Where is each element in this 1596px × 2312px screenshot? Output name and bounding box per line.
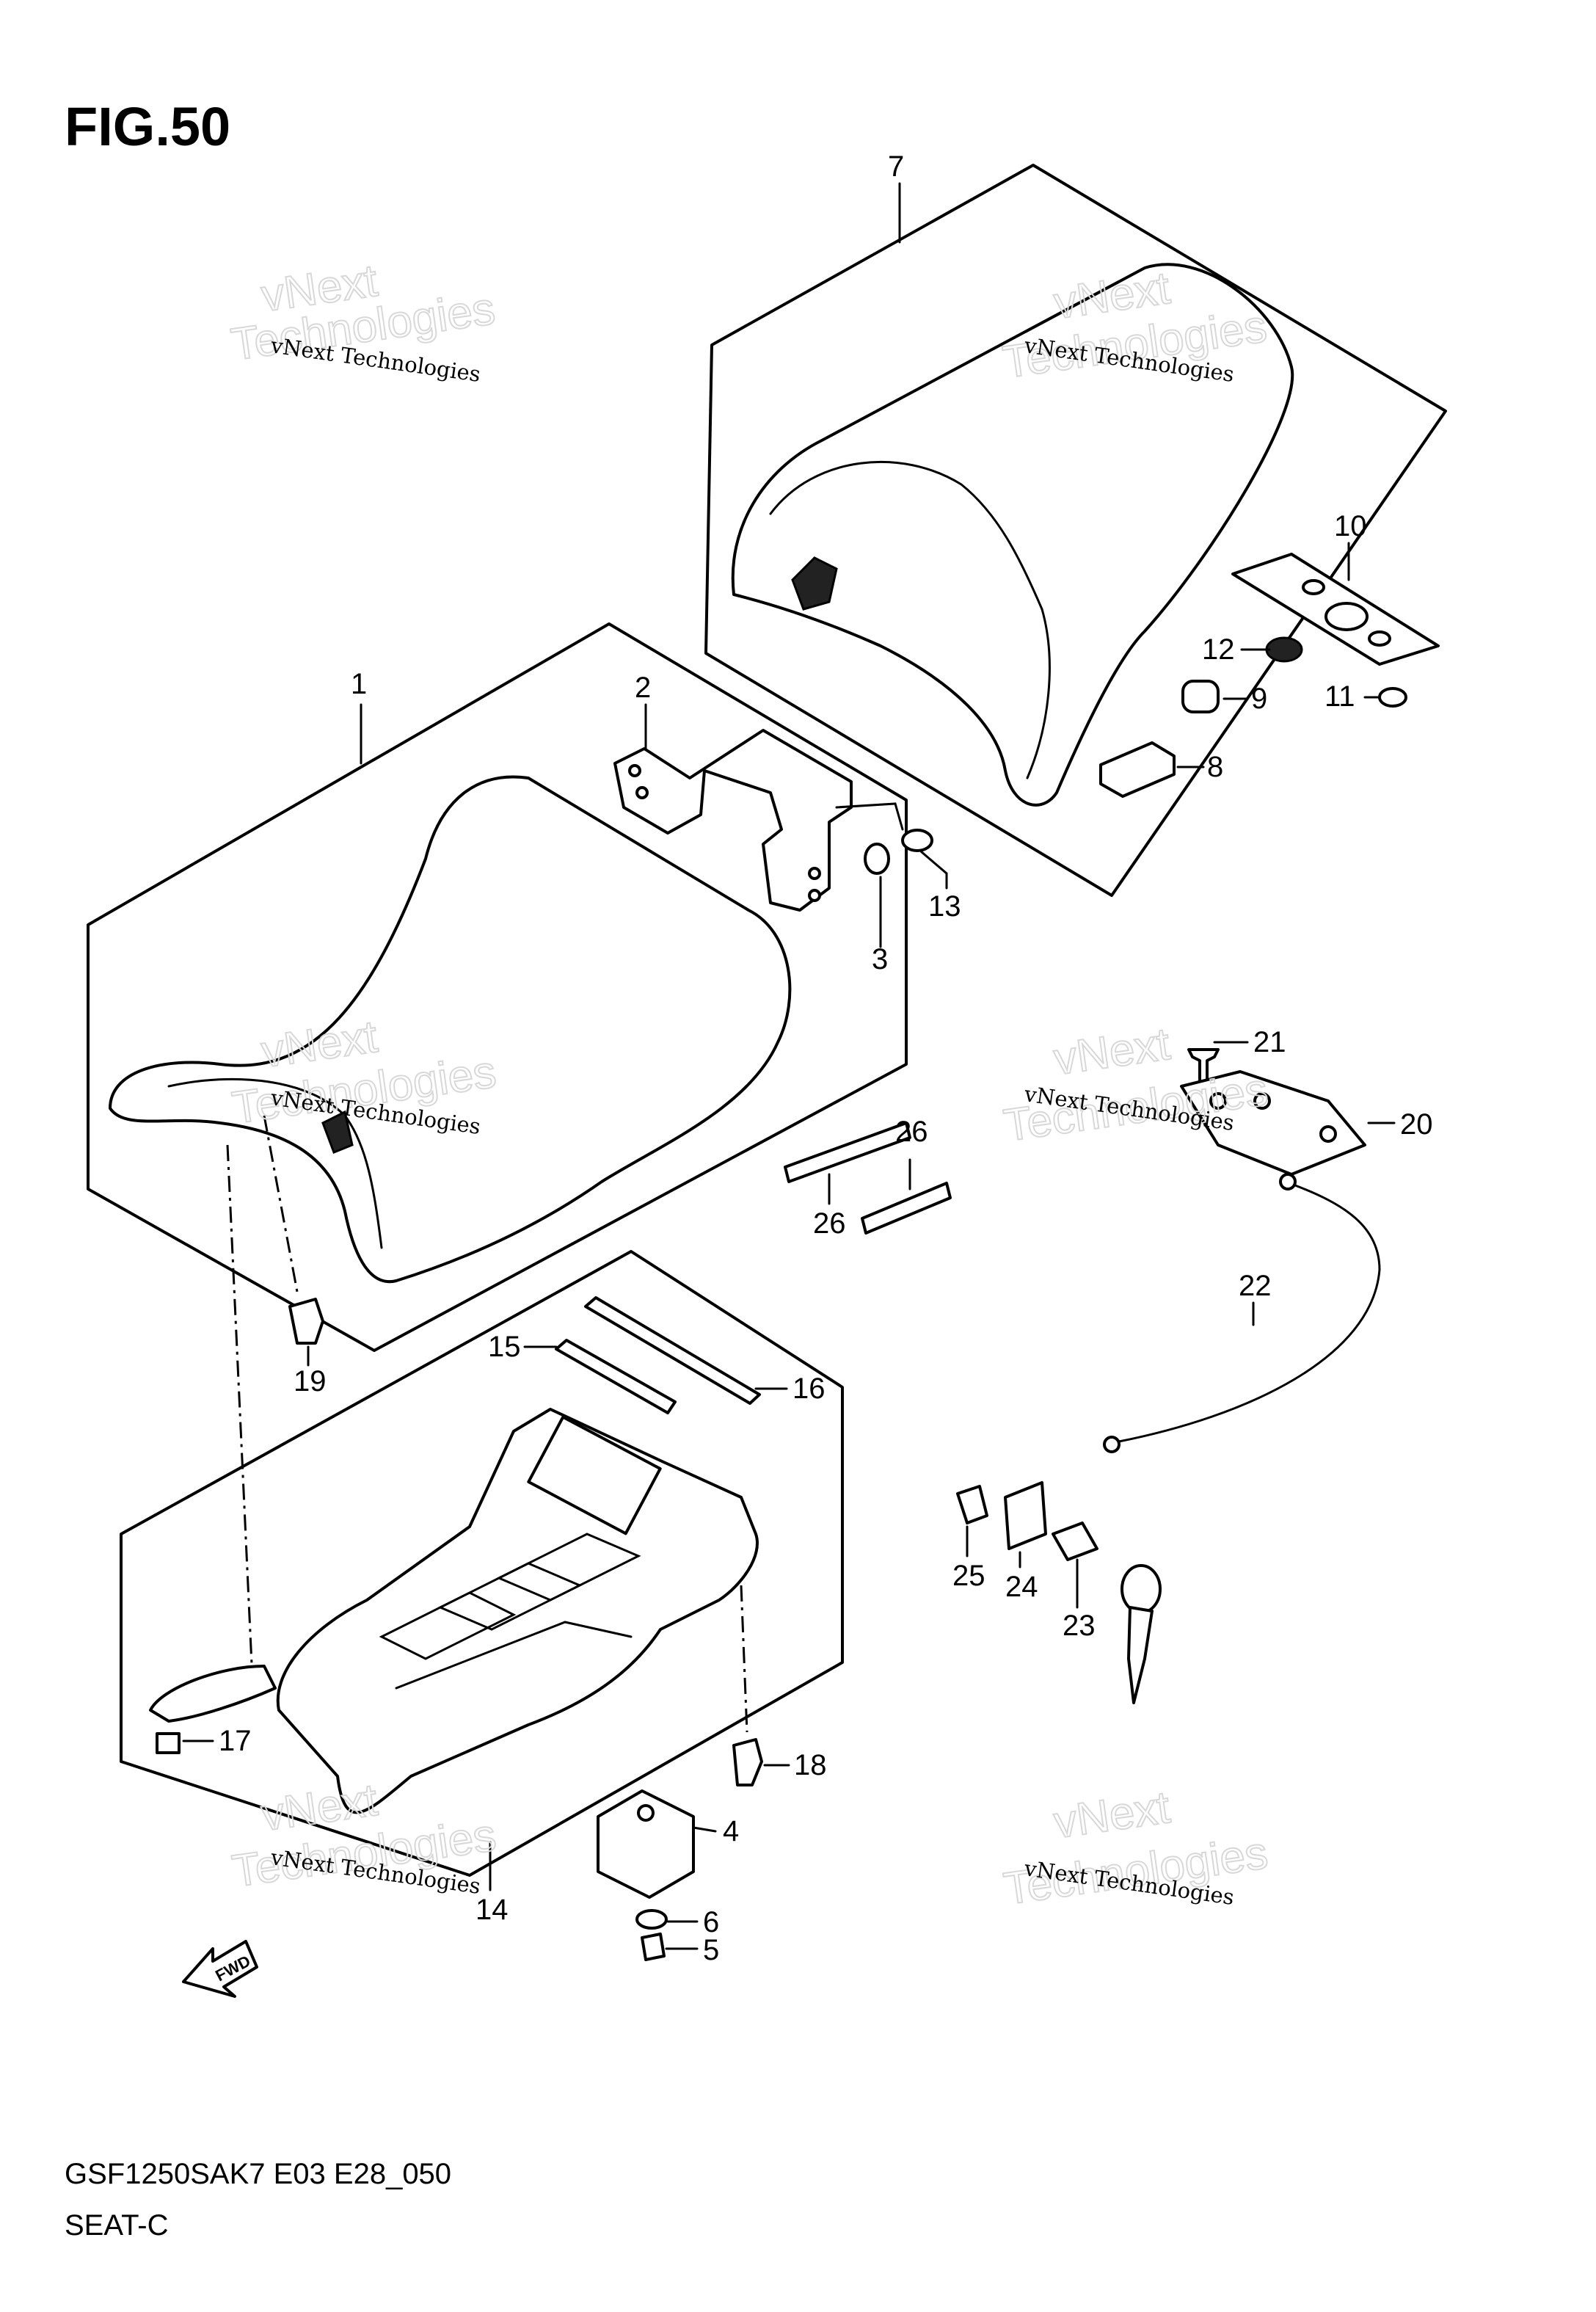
callout-9: 9 — [1251, 683, 1267, 715]
seat-base-frame — [120, 1250, 844, 1877]
seat-base-rib — [496, 1533, 641, 1602]
washer-6 — [635, 1909, 668, 1930]
callout-15: 15 — [488, 1331, 521, 1363]
section-name: SEAT-C — [65, 2209, 169, 2242]
leader-13 — [919, 850, 948, 890]
bracket-hole — [808, 867, 821, 880]
pillion-seat-seam — [769, 460, 1043, 611]
alignment-line — [226, 1144, 255, 1696]
cable-end — [1103, 1436, 1121, 1453]
watermark-large: vNext — [1051, 1019, 1173, 1085]
seat-base-hook — [149, 1665, 277, 1723]
callout-17: 17 — [219, 1725, 252, 1757]
bracket-2 — [613, 729, 853, 912]
callout-1: 1 — [351, 668, 367, 700]
seat-lock-20 — [1180, 1070, 1366, 1176]
key-ring — [1121, 1564, 1162, 1614]
callout-22: 22 — [1239, 1270, 1272, 1302]
model-code: GSF1250SAK7 E03 E28_050 — [65, 2158, 451, 2190]
callout-20: 20 — [1400, 1108, 1433, 1141]
tape-group — [784, 1122, 952, 1235]
callout-12: 12 — [1202, 633, 1235, 666]
callout-3: 3 — [872, 943, 888, 975]
callout-2: 2 — [635, 672, 651, 704]
plate-24 — [1004, 1481, 1047, 1550]
bracket-hole — [635, 786, 649, 799]
callout-21: 21 — [1253, 1026, 1286, 1058]
callout-8: 8 — [1207, 751, 1223, 783]
watermarks: vNext Technologies vNext Technologies vN… — [227, 255, 1272, 1916]
callout-11: 11 — [1324, 680, 1355, 713]
callout-7: 7 — [888, 150, 904, 183]
seat-plate-hole — [1302, 579, 1325, 595]
lock-group — [956, 1041, 1396, 1704]
seat-base-box — [527, 1415, 662, 1535]
pillion-seat-group — [704, 164, 1447, 897]
front-seat — [109, 775, 792, 1284]
bolt-19 — [288, 1298, 324, 1345]
tape-26a — [784, 1122, 911, 1183]
key — [1127, 1606, 1154, 1704]
seat-lock-hole — [1209, 1092, 1227, 1110]
callout-18: 18 — [794, 1749, 827, 1781]
bolt-18 — [732, 1738, 763, 1786]
callout-14: 14 — [475, 1894, 509, 1926]
seat-base-rib — [395, 1621, 633, 1690]
damper-12 — [1265, 636, 1303, 663]
cable-end — [1279, 1173, 1297, 1190]
relay-group — [597, 1789, 717, 1961]
leader-bracket — [835, 802, 904, 831]
washer-3 — [864, 843, 890, 875]
strip-16 — [584, 1296, 761, 1405]
figure-title: FIG.50 — [65, 96, 230, 157]
grommet-13 — [901, 829, 933, 852]
alignment-line — [740, 1585, 748, 1733]
bracket-hole — [628, 764, 641, 777]
tape-26b — [861, 1182, 952, 1235]
callout-13: 13 — [928, 890, 961, 923]
callout-23: 23 — [1063, 1610, 1096, 1642]
bolt-5 — [641, 1933, 666, 1961]
callout-25: 25 — [952, 1560, 985, 1592]
bracket-hole — [808, 889, 821, 902]
relay-4-hole — [637, 1804, 655, 1822]
callout-19: 19 — [294, 1365, 327, 1397]
pillion-seat-mount — [791, 556, 838, 611]
watermark-large: vNext — [1051, 1782, 1173, 1848]
fwd-arrow-shape — [182, 1940, 258, 1998]
fwd-arrow: FWD — [182, 1940, 258, 1998]
rubber-8 — [1099, 741, 1176, 798]
clip-25 — [956, 1485, 988, 1524]
callout-26a: 26 — [813, 1207, 846, 1240]
seat-base-group — [120, 1250, 844, 1891]
cushion-9 — [1181, 680, 1220, 713]
front-seat-hook — [321, 1110, 354, 1154]
seat-lock-hole — [1319, 1125, 1337, 1143]
front-seat-frame — [87, 622, 908, 1352]
clip-17 — [156, 1732, 181, 1754]
callout-labels: 1 2 3 4 5 6 7 8 9 10 11 12 13 14 15 16 1… — [219, 150, 1433, 1966]
lock-cylinder-23 — [1052, 1522, 1098, 1561]
pillion-seat-seam-edge — [1026, 608, 1051, 779]
callout-10: 10 — [1334, 510, 1367, 542]
nut-11 — [1378, 687, 1407, 708]
pillion-seat — [731, 263, 1294, 807]
relay-4 — [597, 1789, 695, 1899]
callout-6: 6 — [703, 1906, 719, 1938]
leader-4 — [692, 1826, 717, 1833]
callout-4: 4 — [723, 1815, 739, 1847]
callout-26b: 26 — [895, 1116, 928, 1148]
seat-plate-boss — [1324, 602, 1369, 631]
callout-24: 24 — [1005, 1571, 1038, 1603]
front-seat-group — [87, 622, 948, 1696]
callout-5: 5 — [703, 1934, 719, 1966]
seat-lock-hole — [1253, 1092, 1271, 1110]
seat-plate-hole — [1368, 630, 1391, 647]
strip-15 — [555, 1339, 677, 1414]
seat-lock-cable-22 — [1114, 1184, 1381, 1444]
callout-16: 16 — [792, 1373, 826, 1405]
